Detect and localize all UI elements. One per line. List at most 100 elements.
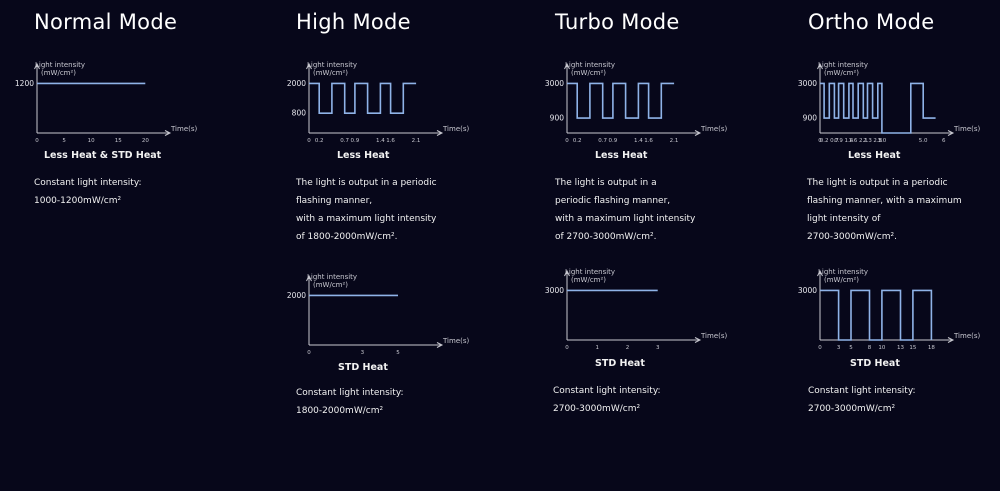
x-tick-label: 10 <box>88 138 95 144</box>
x-axis-arrow <box>694 130 702 136</box>
description-line: Constant light intensity: <box>296 388 404 398</box>
x-tick-label: 3 <box>656 345 660 351</box>
x-tick-label: 3 <box>837 345 841 351</box>
x-tick-label: 1.6 <box>849 138 858 144</box>
y-axis-title-line: Light intensity <box>565 61 615 69</box>
series-line <box>309 82 417 115</box>
y-axis-title-line: (mW/cm²) <box>313 69 348 77</box>
x-tick-label: 0.2 <box>573 138 582 144</box>
heat-label: Less Heat & STD Heat <box>44 150 162 161</box>
x-tick-label: 15 <box>115 138 122 144</box>
x-tick-label: 0.7 <box>598 138 607 144</box>
x-tick-label: 0 <box>35 138 39 144</box>
x-tick-label: 10 <box>878 345 885 351</box>
chart-turbo-less-heat: Light intensity(mW/cm²) Time(s) 3000 900 0 0.… <box>545 61 728 144</box>
y-tick-label: 2000 <box>287 291 306 300</box>
x-axis-title: Time(s) <box>953 332 981 340</box>
y-tick-label: 2000 <box>287 79 306 88</box>
x-axis-title: Time(s) <box>442 337 470 345</box>
x-tick-label: 1.4 <box>634 138 643 144</box>
y-tick-label: 3000 <box>798 79 817 88</box>
y-axis-title-line: Light intensity <box>818 61 868 69</box>
x-tick-label: 3 <box>361 350 365 356</box>
description-line: with a maximum light intensity <box>555 214 696 224</box>
y-axis-title-line: Light intensity <box>35 61 85 69</box>
description: Constant light intensity: 2700-3000mW/cm² <box>553 382 661 418</box>
x-axis-title: Time(s) <box>170 125 198 133</box>
x-tick-label: 2.1 <box>412 138 421 144</box>
x-tick-label: 8 <box>868 345 872 351</box>
x-tick-label: 0.7 <box>830 138 839 144</box>
x-tick-label: 1.6 <box>386 138 395 144</box>
description: Constant light intensity: 2700-3000mW/cm² <box>808 382 916 418</box>
heat-label: STD Heat <box>338 362 388 373</box>
y-axis-arrow <box>564 62 570 70</box>
description-line: 1000-1200mW/cm² <box>34 196 122 206</box>
x-tick-label: 0.9 <box>351 138 360 144</box>
x-tick-label: 1.4 <box>845 138 854 144</box>
heat-label: Less Heat <box>337 150 390 161</box>
x-axis-title: Time(s) <box>700 332 728 340</box>
y-axis-title: Light intensity(mW/cm²) <box>307 273 357 289</box>
y-axis-title-line: (mW/cm²) <box>571 69 606 77</box>
x-tick-label: 6 <box>942 138 946 144</box>
mode-title: Ortho Mode <box>808 10 935 34</box>
x-tick-label: 1.6 <box>644 138 653 144</box>
x-axis-arrow <box>436 130 444 136</box>
y-tick-label: 1200 <box>15 79 34 88</box>
x-tick-label: 0.9 <box>834 138 843 144</box>
description-line: with a maximum light intensity <box>296 214 437 224</box>
description-line: 2700-3000mW/cm² <box>808 404 896 414</box>
x-tick-label: 1.4 <box>376 138 385 144</box>
description-line: 2700-3000mW/cm². <box>807 232 897 242</box>
x-tick-label: 2 <box>626 345 630 351</box>
y-axis-title-line: Light intensity <box>307 273 357 281</box>
x-axis-title: Time(s) <box>442 125 470 133</box>
y-axis-title: Light intensity(mW/cm²) <box>818 61 868 77</box>
x-axis-title: Time(s) <box>700 125 728 133</box>
heat-label: STD Heat <box>850 358 900 369</box>
description-line: The light is output in a periodic <box>807 178 948 188</box>
description-line: 2700-3000mW/cm² <box>553 404 641 414</box>
x-axis-arrow <box>947 337 955 343</box>
series-line <box>567 82 675 119</box>
x-tick-label: 0.2 <box>820 138 829 144</box>
x-tick-label: 18 <box>928 345 935 351</box>
y-tick-label: 900 <box>803 114 818 123</box>
description-line: periodic flashing manner, <box>555 196 671 206</box>
description-line: Constant light intensity: <box>34 178 142 188</box>
y-axis-title-line: (mW/cm²) <box>41 69 76 77</box>
x-axis-title: Time(s) <box>953 125 981 133</box>
mode-title: Turbo Mode <box>555 10 680 34</box>
description-line: of 1800-2000mW/cm². <box>296 232 398 242</box>
column-high-mode: High Mode Light intensity(mW/cm²)Time(s)… <box>287 0 536 491</box>
x-tick-label: 5 <box>849 345 853 351</box>
description-line: Constant light intensity: <box>808 386 916 396</box>
x-axis-arrow <box>694 337 702 343</box>
y-tick-label: 900 <box>550 114 565 123</box>
y-tick-label: 3000 <box>545 79 564 88</box>
y-axis-title-line: (mW/cm²) <box>824 276 859 284</box>
x-tick-label: 5 <box>396 350 400 356</box>
y-axis-title: Light intensity(mW/cm²) <box>35 61 85 77</box>
y-axis-title-line: (mW/cm²) <box>571 276 606 284</box>
description-line: of 2700-3000mW/cm². <box>555 232 657 242</box>
x-tick-label: 2.8 <box>873 138 882 144</box>
x-tick-label: 0 <box>565 138 569 144</box>
y-axis-arrow <box>306 62 312 70</box>
description: Constant light intensity: 1000-1200mW/cm² <box>34 174 142 210</box>
x-tick-label: 2.1 <box>670 138 679 144</box>
description-line: Constant light intensity: <box>553 386 661 396</box>
x-tick-label: 0 <box>818 138 822 144</box>
x-tick-label: 1 <box>595 345 599 351</box>
y-axis-arrow <box>817 62 823 70</box>
mode-title: Normal Mode <box>34 10 178 34</box>
x-tick-label: 0.9 <box>609 138 618 144</box>
x-tick-label: 0 <box>307 138 311 144</box>
y-tick-label: 800 <box>292 109 307 118</box>
